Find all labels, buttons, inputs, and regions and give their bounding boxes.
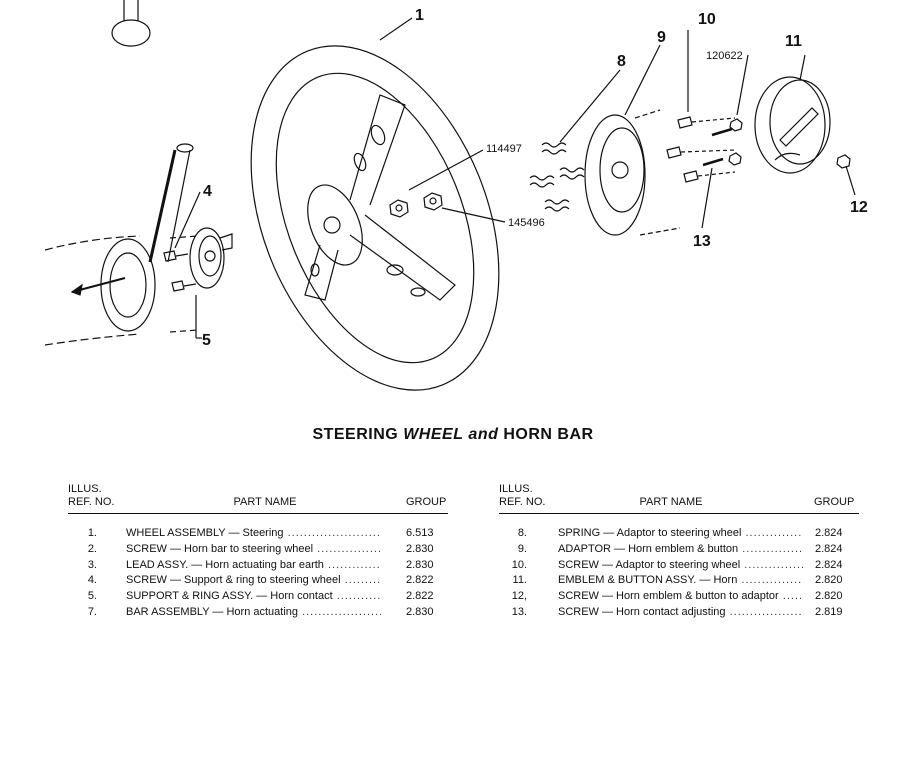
part-12-screw bbox=[836, 154, 856, 196]
table-row-ref: 11. bbox=[512, 574, 527, 587]
table-row-ref: 2. bbox=[87, 542, 97, 555]
callout-8: 8 bbox=[617, 53, 626, 70]
callout-10: 10 bbox=[698, 11, 716, 28]
table-row-ref: 13. bbox=[511, 606, 527, 618]
diagram-title: STEERING WHEEL and HORN BAR bbox=[312, 426, 594, 443]
part-11-emblem bbox=[754, 54, 831, 174]
knob-part bbox=[111, 0, 151, 47]
table-row-group: 2.820 bbox=[815, 574, 843, 587]
callout-12: 12 bbox=[850, 199, 868, 216]
part-10-13-screws bbox=[666, 30, 749, 229]
table-row-ref: 5. bbox=[87, 590, 97, 603]
table-row-ref: 8. bbox=[517, 527, 527, 539]
table-row-part-name: SCREW — Adaptor to steering wheel ......… bbox=[558, 558, 803, 571]
left-header-partname: PART NAME bbox=[233, 496, 297, 508]
left-header-rule bbox=[68, 513, 448, 514]
table-row-part-name: SCREW — Horn contact adjusting .........… bbox=[558, 606, 803, 618]
steering-wheel bbox=[250, 45, 500, 391]
callout-4: 4 bbox=[203, 183, 212, 200]
table-row-part-name: SCREW — Support & ring to steering wheel… bbox=[126, 574, 381, 587]
table-row-part-name: EMBLEM & BUTTON ASSY. — Horn ...........… bbox=[558, 574, 803, 587]
table-row-part-name: ADAPTOR — Horn emblem & button .........… bbox=[558, 542, 803, 555]
table-row-part-name: SUPPORT & RING ASSY. — Horn contact ....… bbox=[126, 590, 381, 603]
part-4-screws bbox=[163, 250, 197, 292]
part-9-adaptor bbox=[584, 44, 681, 236]
table-row-group: 2.830 bbox=[406, 606, 434, 618]
callout-11: 11 bbox=[785, 33, 802, 50]
table-row-part-name: LEAD ASSY. — Horn actuating bar earth ..… bbox=[126, 558, 381, 571]
table-row-ref: 3. bbox=[87, 558, 97, 571]
table-row-group: 2.824 bbox=[815, 558, 843, 571]
part-8-springs bbox=[529, 69, 621, 212]
table-row-ref: 9. bbox=[517, 542, 527, 555]
left-header-group: GROUP bbox=[406, 496, 447, 508]
table-row-ref: 7. bbox=[87, 606, 97, 618]
right-header-rule bbox=[499, 513, 859, 514]
table-row-ref: 10. bbox=[511, 558, 527, 571]
table-row-group: 2.820 bbox=[815, 590, 843, 603]
callout-9: 9 bbox=[657, 29, 666, 46]
nuts bbox=[389, 149, 506, 223]
code-120622: 120622 bbox=[706, 50, 743, 62]
table-row-ref: 12, bbox=[511, 590, 527, 603]
right-header-partname: PART NAME bbox=[639, 496, 703, 508]
steering-column bbox=[44, 143, 199, 346]
table-row-group: 2.824 bbox=[815, 542, 843, 555]
left-header-illus: ILLUS. REF. NO. bbox=[68, 483, 115, 508]
table-row-part-name: SPRING — Adaptor to steering wheel .....… bbox=[558, 527, 803, 539]
table-row-part-name: SCREW — Horn bar to steering wheel .....… bbox=[126, 542, 381, 555]
table-row-part-name: SCREW — Horn emblem & button to adaptor … bbox=[558, 590, 803, 603]
table-row-group: 2.819 bbox=[815, 606, 843, 618]
table-row-group: 6.513 bbox=[406, 527, 434, 539]
table-row-group: 2.824 bbox=[815, 527, 843, 539]
table-row-group: 2.830 bbox=[406, 558, 434, 571]
table-row-group: 2.822 bbox=[406, 590, 434, 603]
table-row-group: 2.822 bbox=[406, 574, 434, 587]
table-row-part-name: WHEEL ASSEMBLY — Steering ..............… bbox=[126, 527, 381, 539]
right-header-group: GROUP bbox=[814, 496, 855, 508]
part-5-support-ring bbox=[189, 227, 233, 289]
table-row-ref: 4. bbox=[87, 574, 97, 587]
code-145496: 145496 bbox=[508, 217, 545, 229]
callout-5: 5 bbox=[202, 332, 211, 349]
table-row-ref: 1. bbox=[87, 527, 97, 539]
right-header-illus: ILLUS. REF. NO. bbox=[499, 483, 546, 508]
table-row-part-name: BAR ASSEMBLY — Horn actuating ..........… bbox=[126, 606, 381, 618]
code-114497: 114497 bbox=[486, 143, 522, 155]
callout-1: 1 bbox=[415, 7, 424, 24]
exploded-parts-diagram: 1 4 5 8 9 10 11 12 13 114497 145496 1206… bbox=[44, 0, 868, 391]
table-row-group: 2.830 bbox=[406, 542, 434, 555]
callout-13: 13 bbox=[693, 233, 711, 250]
